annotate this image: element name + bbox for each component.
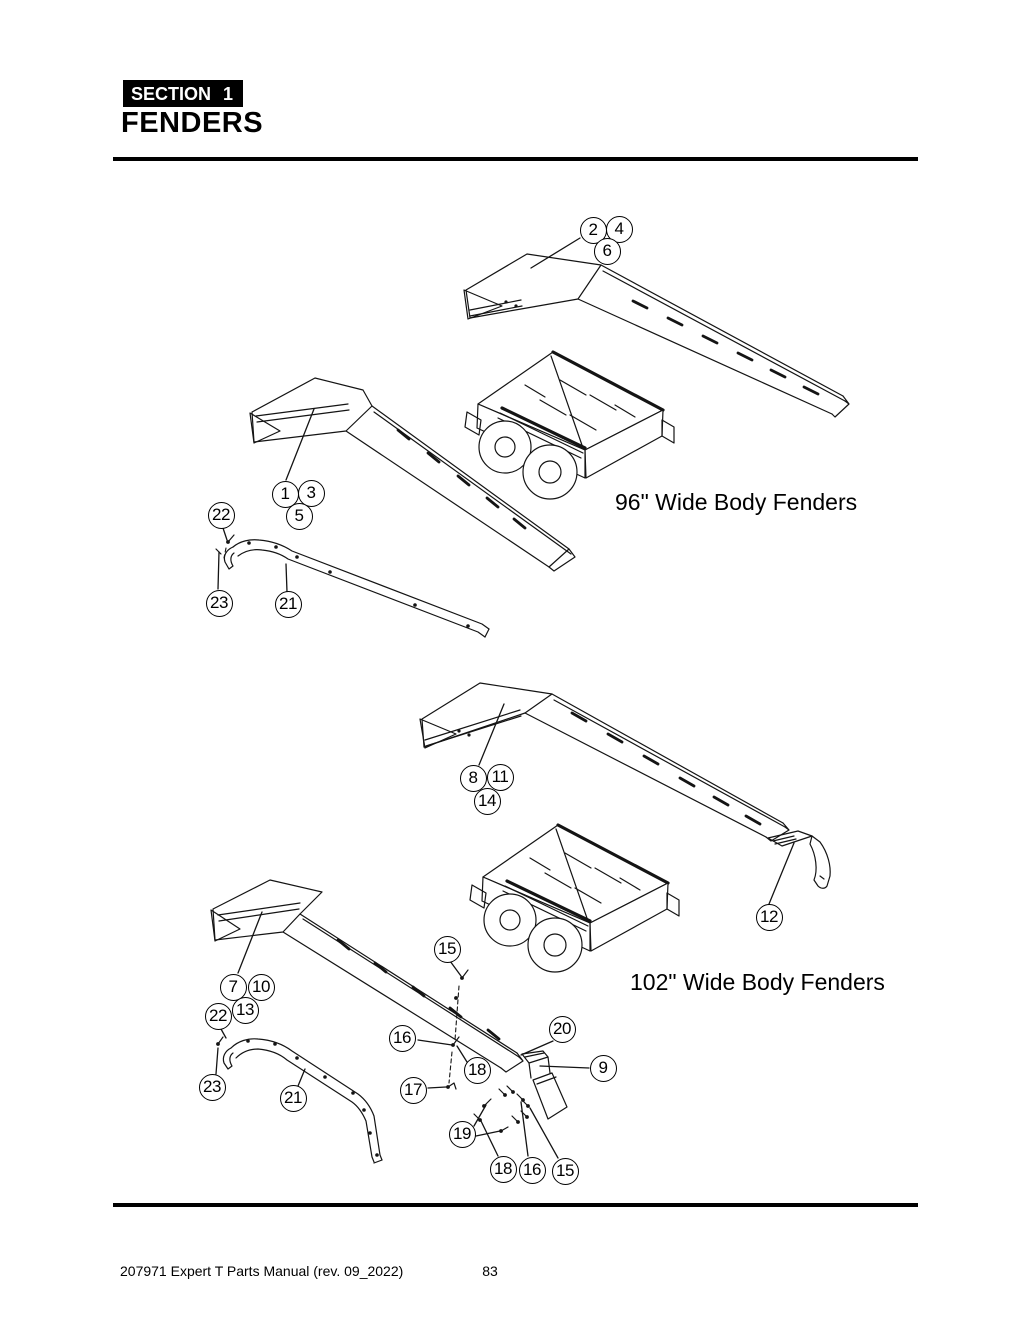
callout-8: 8 xyxy=(459,764,487,792)
callout-15: 15 xyxy=(551,1157,579,1185)
mud-flap-bracket-102 xyxy=(521,1050,568,1120)
callout-23: 23 xyxy=(205,589,233,617)
callout-22: 22 xyxy=(204,1002,232,1030)
callout-16: 16 xyxy=(388,1024,416,1052)
callout-18: 18 xyxy=(489,1155,517,1183)
callout-11: 11 xyxy=(486,763,514,791)
callout-3: 3 xyxy=(297,479,325,507)
fender-102-lower xyxy=(210,879,524,1073)
callout-23: 23 xyxy=(198,1073,226,1101)
callout-16: 16 xyxy=(518,1156,546,1184)
trailer-body-102 xyxy=(468,823,681,974)
callout-21: 21 xyxy=(274,590,302,618)
callout-14: 14 xyxy=(473,787,501,815)
callout-21: 21 xyxy=(279,1084,307,1112)
callout-6: 6 xyxy=(593,237,621,265)
fender-96-lower xyxy=(249,377,576,572)
trailer-body-96 xyxy=(463,350,676,501)
page-title: FENDERS xyxy=(121,107,264,139)
callout-17: 17 xyxy=(399,1076,427,1104)
callout-15: 15 xyxy=(433,935,461,963)
footer-page-number: 83 xyxy=(482,1263,498,1279)
callout-10: 10 xyxy=(247,973,275,1001)
callout-18: 18 xyxy=(463,1056,491,1084)
fasteners-102 xyxy=(216,969,530,1133)
section-badge: SECTION 1 xyxy=(123,80,244,107)
end-cap-102 xyxy=(767,830,831,889)
fender-96-upper xyxy=(463,253,850,418)
callout-20: 20 xyxy=(548,1015,576,1043)
callout-5: 5 xyxy=(285,502,313,530)
fasteners-96 xyxy=(215,534,235,559)
header-rule xyxy=(113,157,918,161)
callout-19: 19 xyxy=(448,1120,476,1148)
callout-13: 13 xyxy=(231,996,259,1024)
diagram-label-96: 96" Wide Body Fenders xyxy=(615,489,858,515)
fender-102-upper xyxy=(419,682,790,842)
callout-9: 9 xyxy=(589,1054,617,1082)
callout-12: 12 xyxy=(755,903,783,931)
diagram-label-102: 102" Wide Body Fenders xyxy=(630,969,885,995)
arc-fender-102 xyxy=(222,1038,383,1164)
arc-fender-96 xyxy=(223,539,490,638)
callout-7: 7 xyxy=(219,973,247,1001)
footer-manual-info: 207971 Expert T Parts Manual (rev. 09_20… xyxy=(120,1263,404,1279)
leader-lines xyxy=(215,237,795,1159)
footer-rule xyxy=(113,1203,918,1207)
callout-22: 22 xyxy=(207,501,235,529)
